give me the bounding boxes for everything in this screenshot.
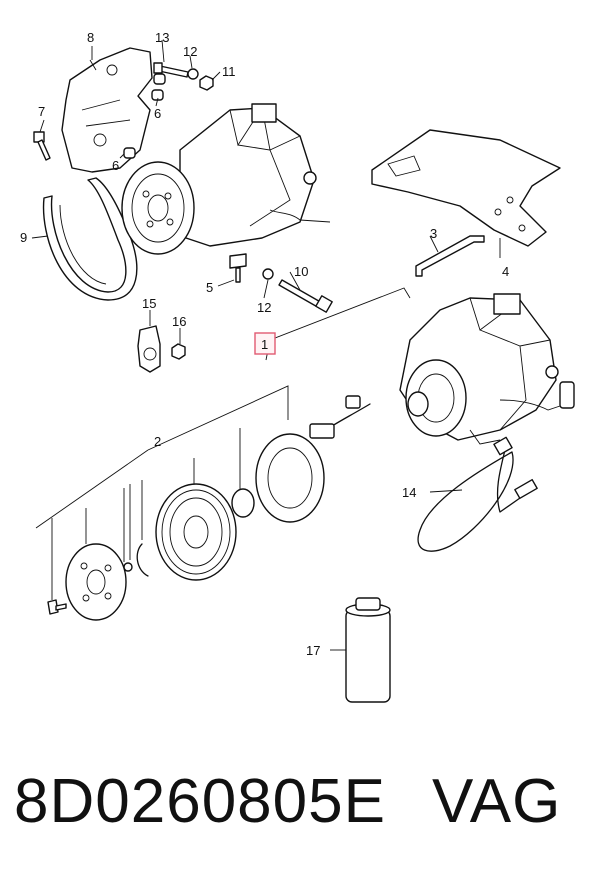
drive-belt-part bbox=[42, 177, 138, 301]
washer-part bbox=[187, 68, 199, 80]
hose-bracket-part bbox=[137, 325, 161, 373]
coil-sensor-part bbox=[309, 395, 371, 439]
callout-label: 17 bbox=[306, 643, 320, 658]
compressor-upper-part bbox=[121, 103, 331, 255]
compressor-oil-can-part bbox=[345, 597, 391, 703]
nut-part bbox=[171, 343, 186, 360]
part-number: 8D0260805E bbox=[14, 767, 386, 836]
snap-ring-part bbox=[136, 543, 149, 577]
bushing-part bbox=[123, 147, 136, 159]
callout-label: 6 bbox=[112, 158, 119, 173]
callout-label: 7 bbox=[38, 104, 45, 119]
part-info-footer: 8D0260805E VAG bbox=[14, 762, 594, 842]
callout-label: 12 bbox=[183, 44, 197, 59]
circlip-part bbox=[231, 488, 255, 518]
compressor-main-part bbox=[399, 293, 575, 445]
callout-label: 6 bbox=[154, 106, 161, 121]
wiring-harness-part bbox=[417, 436, 538, 552]
callout-label: 3 bbox=[430, 226, 437, 241]
callout-label: 9 bbox=[20, 230, 27, 245]
callout-label: 10 bbox=[294, 264, 308, 279]
bolt-part bbox=[153, 62, 189, 78]
bolt-part bbox=[47, 599, 67, 615]
nut-part bbox=[199, 75, 214, 91]
brand-name: VAG bbox=[432, 767, 562, 836]
bolt-part bbox=[33, 131, 51, 161]
callout-labels: 8 13 12 11 7 6 6 9 3 4 10 5 12 15 16 1 2… bbox=[20, 30, 509, 658]
callout-label: 14 bbox=[402, 485, 416, 500]
magnetic-coil-part bbox=[255, 433, 325, 523]
callout-label: 12 bbox=[257, 300, 271, 315]
callout-label: 2 bbox=[154, 434, 161, 449]
callout-label: 4 bbox=[502, 264, 509, 279]
callout-label: 15 bbox=[142, 296, 156, 311]
bolt-part bbox=[229, 253, 247, 283]
clutch-plate-part bbox=[65, 543, 127, 621]
callout-label: 1 bbox=[261, 337, 268, 352]
callout-label: 16 bbox=[172, 314, 186, 329]
callout-label: 11 bbox=[222, 64, 236, 79]
mounting-bracket-part bbox=[61, 47, 153, 173]
exploded-parts-diagram: 8 13 12 11 7 6 6 9 3 4 10 5 12 15 16 1 2… bbox=[20, 30, 575, 703]
heat-shield-part bbox=[371, 129, 561, 247]
callout-label: 8 bbox=[87, 30, 94, 45]
retaining-clip-part bbox=[415, 235, 485, 277]
callout-label: 5 bbox=[206, 280, 213, 295]
callout-label: 13 bbox=[155, 30, 169, 45]
bushing-part bbox=[153, 73, 166, 85]
pulley-part bbox=[155, 483, 237, 581]
washer-part bbox=[262, 268, 274, 280]
long-bolt-part bbox=[278, 279, 333, 313]
callout-1-highlight bbox=[254, 332, 276, 355]
